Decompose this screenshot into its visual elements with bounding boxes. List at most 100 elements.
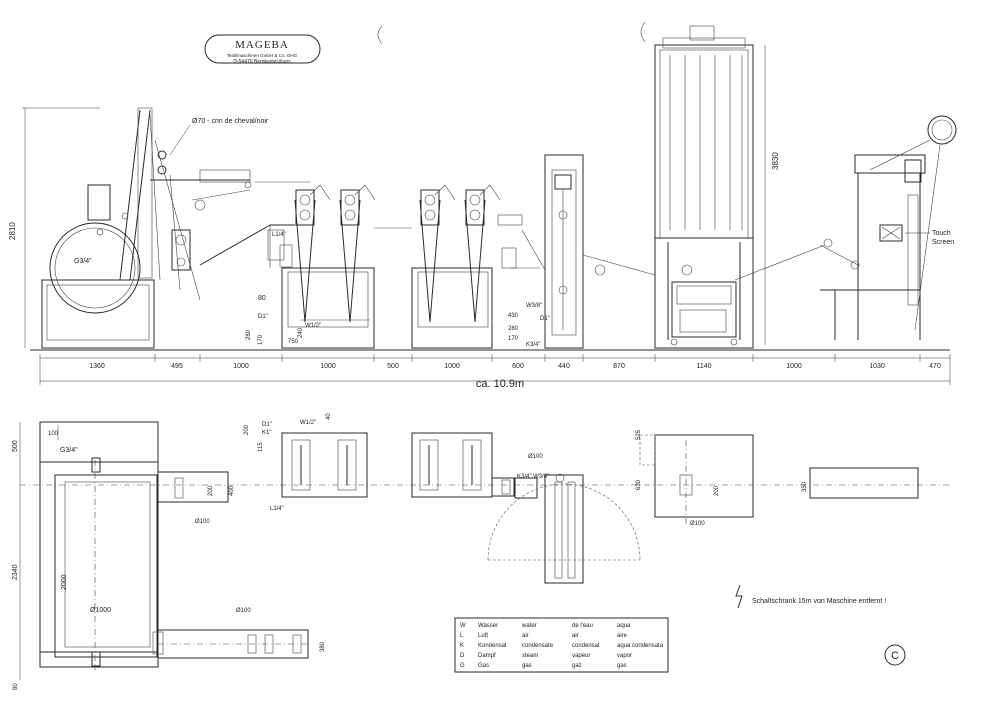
legend-cell: D <box>460 653 465 659</box>
label-dia100-d: Ø100 <box>690 521 705 527</box>
dim-400: 400 <box>229 485 235 496</box>
dim-2340: 2340 <box>12 564 19 580</box>
dim-bottom-600: 600 <box>512 363 524 370</box>
dim-500: 500 <box>12 440 19 452</box>
dim-bottom-1000-a: 1000 <box>233 363 249 370</box>
dim-bottom-870: 870 <box>613 363 625 370</box>
plan-bath-2 <box>411 432 515 498</box>
roller-note: Ø70 - crin de cheval/noir <box>192 118 269 125</box>
label-g34-plan: G3/4" <box>60 447 78 454</box>
label-dia100-b: Ø100 <box>236 608 251 614</box>
label-dia100-a: Ø100 <box>195 519 210 525</box>
legend-cell: vapor <box>617 653 632 659</box>
legend-cell: W <box>460 623 466 629</box>
touch-screen-label-2: Screen <box>932 239 954 246</box>
dim-350: 350 <box>802 481 808 492</box>
dim-bottom-1140: 1140 <box>696 363 711 370</box>
dim-280: 280 <box>246 329 252 340</box>
dim-525: 525 <box>636 429 642 440</box>
legend-cell: Dampf <box>478 653 496 659</box>
company-logo-block: MAGEBA Textilmaschinen GmbH & Co. OHG D-… <box>204 34 321 65</box>
squeeze-column: W3/8" 430 D1" 280 170 K3/4" <box>508 154 584 349</box>
dim-bottom-1030: 1030 <box>869 363 885 370</box>
plan-dryer: 525 630 200 Ø100 <box>636 429 754 527</box>
dim-bottom-1000-b: 1000 <box>320 363 336 370</box>
label-k1: K1" <box>262 430 271 436</box>
legend-cell: steam <box>522 653 538 659</box>
legend-cell: G <box>460 663 465 669</box>
legend-cell: K <box>460 643 464 649</box>
dim-750: 750 <box>288 339 299 345</box>
legend-cell: water <box>521 623 537 629</box>
cabinet-note: Schaltschrank 15m von Maschine entfernt … <box>735 584 886 609</box>
plan-feed-lower: Ø100 380 <box>157 608 326 659</box>
dim-2000: 2000 <box>61 574 68 590</box>
dim-200c: 200 <box>714 485 720 496</box>
legend-cell: condensate <box>522 643 554 649</box>
dim-170: 170 <box>258 334 264 345</box>
legend-cell: air <box>572 633 579 639</box>
dim-80-plan: 80 <box>13 683 19 690</box>
label-dia100-c: Ø100 <box>528 454 543 460</box>
dim-2810: 2810 <box>8 222 17 240</box>
dim-3830: 3830 <box>771 152 780 170</box>
bottom-dimension-chain <box>39 354 951 385</box>
dim-bottom-1000-d: 1000 <box>786 363 802 370</box>
revision-letter: C <box>891 650 899 662</box>
label-l14-top: L1/4" <box>272 232 286 238</box>
dim-80: 80 <box>258 295 266 302</box>
legend-cell: Gas <box>478 663 489 669</box>
winder-station: Touch Screen <box>734 115 957 340</box>
dim-bottom-1360: 1360 <box>89 363 105 370</box>
revision-mark: C <box>884 644 906 666</box>
dim-380: 380 <box>320 641 326 652</box>
unwinder-station: 2810 G3/4" Ø70 - crin de cheval/noir <box>8 107 310 349</box>
label-w38: W3/8" <box>526 303 542 309</box>
legend-cell: Wasser <box>478 623 498 629</box>
legend-cell: aqua condensata <box>617 643 664 649</box>
label-w12-b: W1/2" <box>300 420 316 426</box>
label-k34: K3/4" <box>526 342 540 348</box>
legend-cell: Luft <box>478 633 488 639</box>
label-d1-a: D1" <box>258 314 268 320</box>
elevation-view: 2810 G3/4" Ø70 - crin de cheval/noir L1/ <box>8 25 957 390</box>
legend-cell: de l'eau <box>572 623 593 629</box>
legend-cell: aqua <box>617 623 631 629</box>
company-name: MAGEBA <box>235 39 289 51</box>
plan-feed-upper: 200 400 Ø100 <box>157 471 235 525</box>
plan-batcher: 100 G3/4" 500 2340 2000 Ø1000 80 <box>12 421 164 690</box>
dim-200a: 200 <box>208 485 214 496</box>
legend-cell: Kondensat <box>478 643 507 649</box>
dim-430: 430 <box>508 313 519 319</box>
bath-tank-1: L1/4" 80 D1" W1/2" 280 170 240 750 <box>246 184 376 349</box>
legend-cell: air <box>522 633 529 639</box>
label-k34-w38: K3/4" W3/8" <box>517 474 549 480</box>
legend-cell: gas <box>617 663 627 669</box>
dim-630: 630 <box>636 479 642 490</box>
company-line2: D-54470 Bernkastel-Kues <box>233 59 291 65</box>
dim-100: 100 <box>48 431 59 437</box>
label-dia1000: Ø1000 <box>90 607 111 614</box>
dim-240: 240 <box>298 327 304 338</box>
dim-bottom-1000-c: 1000 <box>444 363 460 370</box>
label-w12-a: W1/2" <box>305 323 321 329</box>
dim-bottom-440: 440 <box>558 363 570 370</box>
legend-cell: L <box>460 633 464 639</box>
plan-view: 100 G3/4" 500 2340 2000 Ø1000 80 200 400… <box>12 413 950 690</box>
dim-200b: 200 <box>244 424 250 435</box>
plan-squeezer: K3/4" W3/8" Ø100 <box>487 454 641 584</box>
touch-screen-label-1: Touch <box>932 230 951 237</box>
total-length: ca. 10.9m <box>476 378 524 390</box>
cabinet-note-text: Schaltschrank 15m von Maschine entfernt … <box>752 598 886 605</box>
company-line1: Textilmaschinen GmbH & Co. OHG <box>227 53 298 58</box>
bath-tank-2 <box>374 184 540 349</box>
label-d1-c: D1" <box>262 422 272 428</box>
legend-cell: aire <box>617 633 628 639</box>
punch-mark-right <box>640 21 646 43</box>
legend-cell: gaz <box>572 663 582 669</box>
label-g34-top: G3/4" <box>74 258 92 265</box>
dim-115: 115 <box>258 442 264 452</box>
dim-40: 40 <box>326 413 332 420</box>
dim-170b: 170 <box>508 336 519 342</box>
